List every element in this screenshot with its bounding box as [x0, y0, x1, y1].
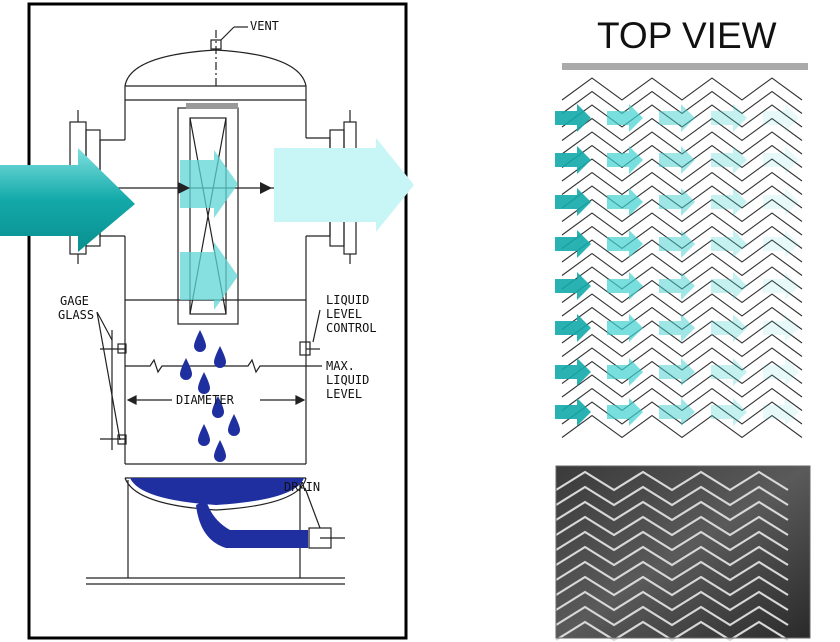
llc-label-line3: CONTROL [326, 321, 377, 335]
vane-line [561, 279, 803, 304]
outlet-arrow [274, 138, 414, 232]
flow-arrow-small [711, 104, 747, 132]
flow-arrow-small [607, 230, 643, 258]
max-label-line1: MAX. [326, 359, 355, 373]
flow-arrow-small [763, 188, 799, 216]
photo-vane-line [555, 485, 789, 507]
gage-label-line1: GAGE [60, 294, 89, 308]
flow-arrow-small [555, 188, 591, 216]
vane-line [561, 117, 803, 142]
top-view-bar [562, 63, 808, 70]
vane-line [561, 198, 803, 223]
flow-arrowhead-mid [178, 182, 190, 194]
photo-vane-line [555, 575, 789, 597]
flow-arrow-small [763, 358, 799, 386]
flow-arrow-small [659, 188, 695, 216]
vane-line [561, 239, 803, 263]
flow-arrow-small [763, 314, 799, 342]
flow-arrow-small [555, 314, 591, 342]
flow-arrow-small [555, 398, 591, 426]
vent-label: VENT [250, 19, 279, 33]
vane-line [561, 333, 803, 358]
flow-arrow-small [659, 358, 695, 386]
flow-arrow-small [555, 230, 591, 258]
flow-arrow-small [607, 272, 643, 300]
photo-vane-line [555, 605, 789, 627]
vane-line [561, 320, 803, 344]
flow-arrow-small [711, 398, 747, 426]
flow-arrow-small [711, 230, 747, 258]
vane-line [561, 158, 803, 182]
flow-arrow-small [607, 358, 643, 386]
flow-arrow-small [763, 230, 799, 258]
flow-arrowhead [260, 182, 272, 194]
liquid-droplets [180, 330, 240, 462]
vane-line [561, 414, 803, 439]
photo-vane-line [555, 545, 789, 567]
flow-arrow-small [659, 230, 695, 258]
drain-label: DRAIN [284, 480, 320, 494]
flow-arrow-small [763, 398, 799, 426]
flow-arrow-small [659, 272, 695, 300]
flow-arrow-small [607, 398, 643, 426]
photo-vane-line [555, 470, 789, 492]
inlet-arrow [0, 148, 135, 252]
flow-arrow-small [711, 358, 747, 386]
vane-line [561, 374, 803, 398]
photo-vane-line [555, 560, 789, 582]
diameter-label: DIAMETER [176, 393, 235, 407]
flow-arrow-small [659, 146, 695, 174]
flow-arrow-small [555, 146, 591, 174]
vane-pack-photo [555, 465, 811, 642]
demister-top-plate [186, 103, 238, 109]
internal-arrow-lower [180, 242, 238, 310]
flow-arrow-small [607, 314, 643, 342]
photo-vane-line [555, 530, 789, 552]
photo-vane-line [555, 500, 789, 522]
flow-arrow-small [555, 358, 591, 386]
llc-label-line2: LEVEL [326, 307, 362, 321]
flow-arrow-small [711, 272, 747, 300]
max-label-line3: LEVEL [326, 387, 362, 401]
vane-pack-top-view [555, 77, 803, 439]
photo-vane-line [555, 620, 789, 642]
flow-arrow-small [659, 398, 695, 426]
internal-arrow-upper [180, 150, 238, 218]
flow-arrow-small [711, 146, 747, 174]
gage-label-line2: GLASS [58, 308, 94, 322]
top-view-title: TOP VIEW [597, 15, 777, 56]
llc-label-line1: LIQUID [326, 293, 369, 307]
flow-arrow-small [659, 314, 695, 342]
flow-arrow-small [607, 146, 643, 174]
flow-arrow-small [763, 146, 799, 174]
flow-arrow-small [763, 272, 799, 300]
flow-arrow-small [607, 188, 643, 216]
flow-arrow-small [555, 104, 591, 132]
flow-arrow-small [711, 188, 747, 216]
max-label-line2: LIQUID [326, 373, 369, 387]
photo-vane-line [555, 515, 789, 537]
liquid-pool [130, 478, 308, 548]
flow-arrow-small [711, 314, 747, 342]
flow-arrow-small [607, 104, 643, 132]
photo-vane-line [555, 590, 789, 612]
flow-arrow-small [555, 272, 591, 300]
flow-arrow-small [763, 104, 799, 132]
flow-arrow-small [659, 104, 695, 132]
vane-line [561, 77, 803, 101]
